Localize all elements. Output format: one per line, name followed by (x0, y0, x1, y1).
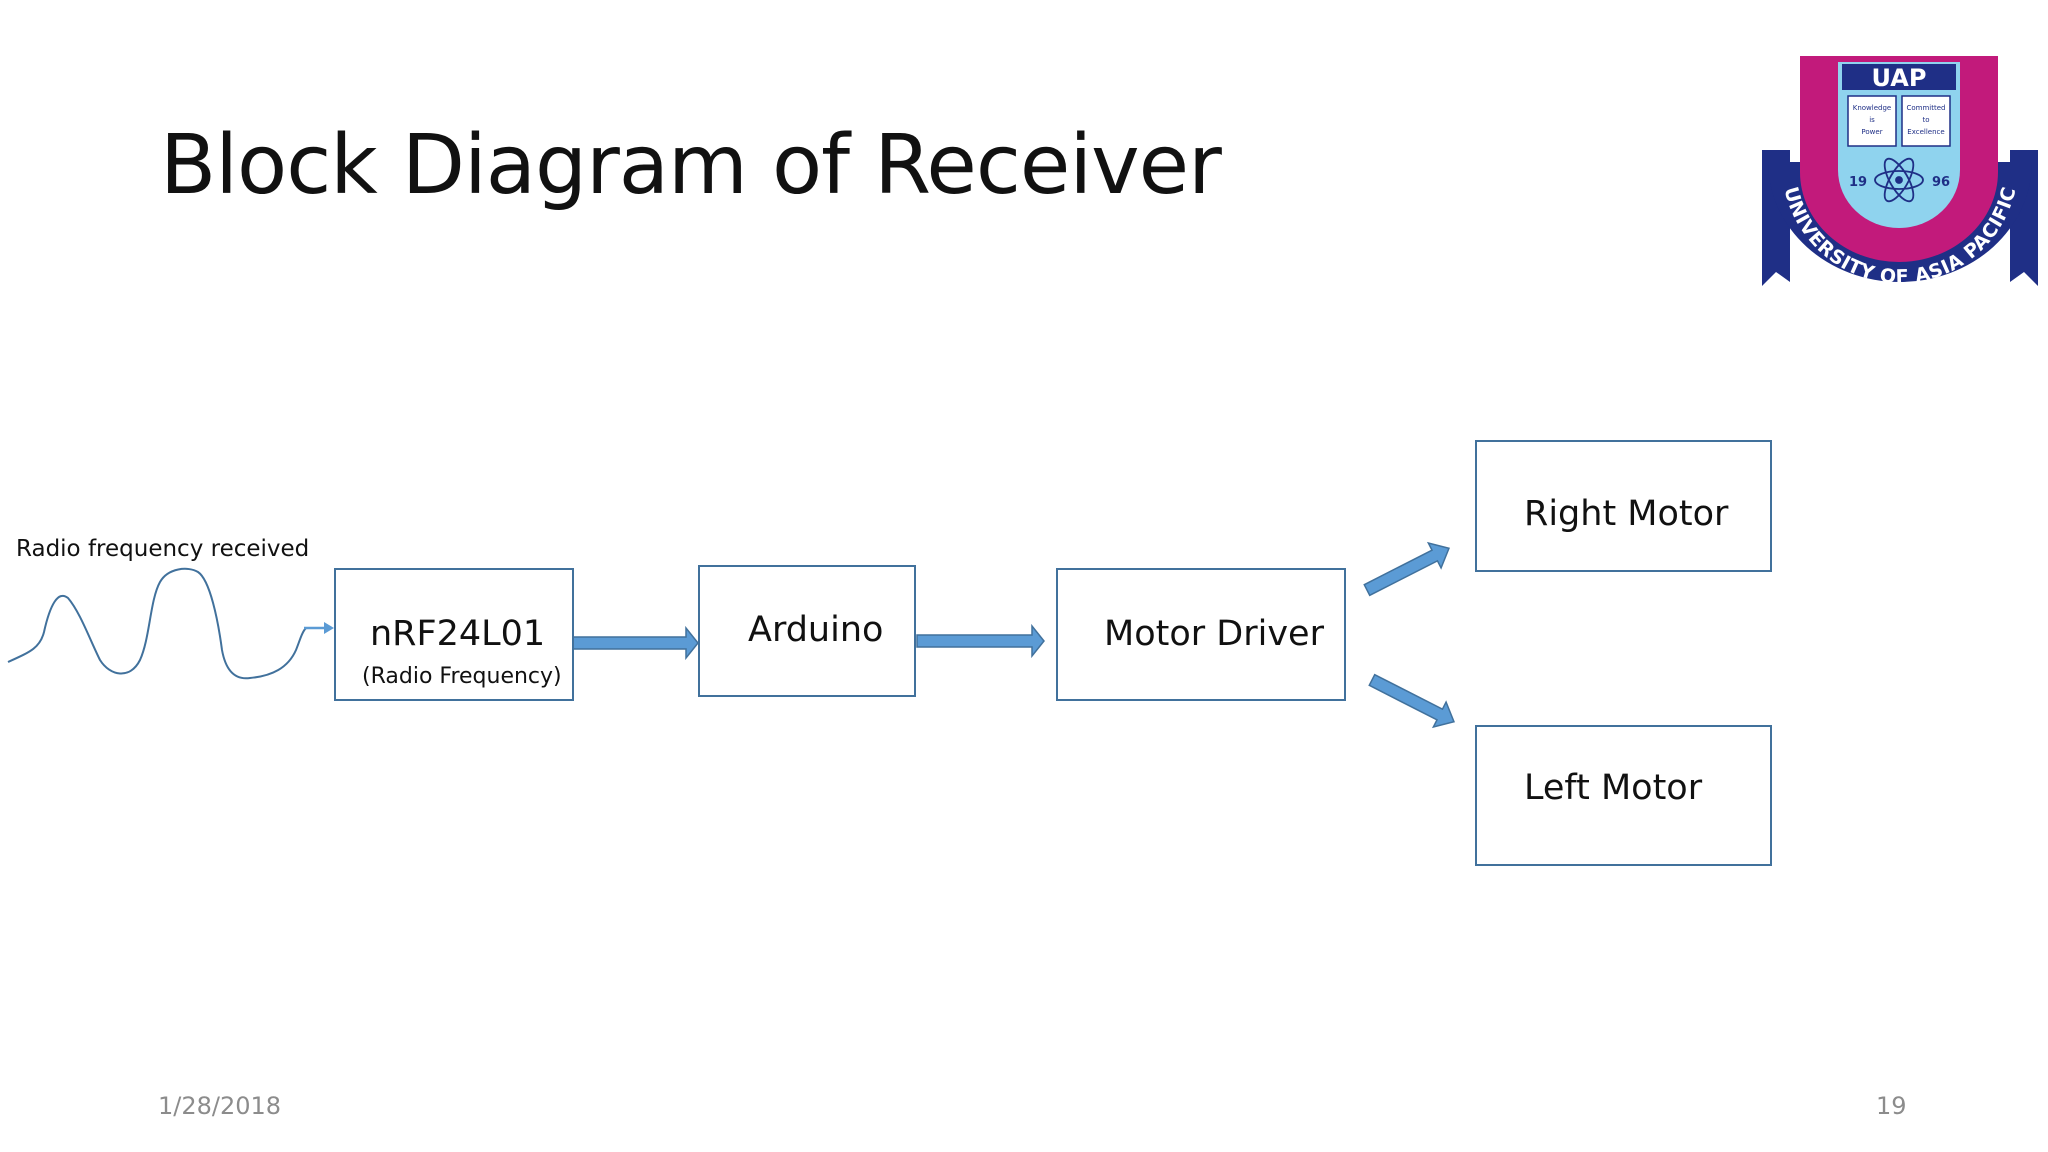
block-nrf24l01-sublabel: (Radio Frequency) (362, 664, 562, 689)
logo-year-right: 96 (1932, 175, 1950, 190)
block-right-motor-label: Right Motor (1524, 494, 1729, 534)
svg-text:Committed: Committed (1907, 104, 1946, 112)
wave-input-arrow (304, 622, 334, 634)
arrow-rf-to-arduino (572, 625, 699, 661)
slide-page-number: 19 (1876, 1092, 1907, 1120)
block-left-motor (1475, 725, 1772, 866)
block-right-motor (1475, 440, 1772, 572)
block-motor-driver-label: Motor Driver (1104, 614, 1324, 654)
svg-text:is: is (1869, 116, 1875, 124)
signal-label: Radio frequency received (16, 536, 310, 562)
logo-banner (1842, 64, 1956, 90)
logo-book-icon: Knowledge Committed is to Power Excellen… (1847, 95, 1951, 147)
svg-text:Knowledge: Knowledge (1853, 104, 1891, 112)
logo-atom-icon (1874, 157, 1924, 203)
arrow-driver-to-left-motor (1368, 673, 1455, 729)
logo-top-text: UAP (1872, 64, 1927, 92)
svg-text:Excellence: Excellence (1907, 128, 1944, 136)
slide-date: 1/28/2018 (158, 1092, 282, 1120)
block-nrf24l01-label: nRF24L01 (370, 614, 546, 654)
logo-outer-ring (1768, 162, 2032, 282)
slide-title: Block Diagram of Receiver (160, 118, 1222, 213)
arrow-driver-to-right-motor (1363, 541, 1450, 597)
svg-text:Power: Power (1861, 128, 1882, 136)
university-logo: UAP Knowledge Committed is to Power Exce… (1762, 56, 2038, 288)
logo-year-left: 19 (1849, 175, 1867, 190)
arrow-arduino-to-driver (916, 623, 1045, 659)
svg-text:to: to (1922, 116, 1929, 124)
block-arduino (698, 565, 916, 697)
block-nrf24l01 (334, 568, 574, 701)
block-arduino-label: Arduino (748, 610, 884, 650)
block-left-motor-label: Left Motor (1524, 768, 1703, 808)
block-motor-driver (1056, 568, 1346, 701)
radio-wave (7, 567, 307, 680)
